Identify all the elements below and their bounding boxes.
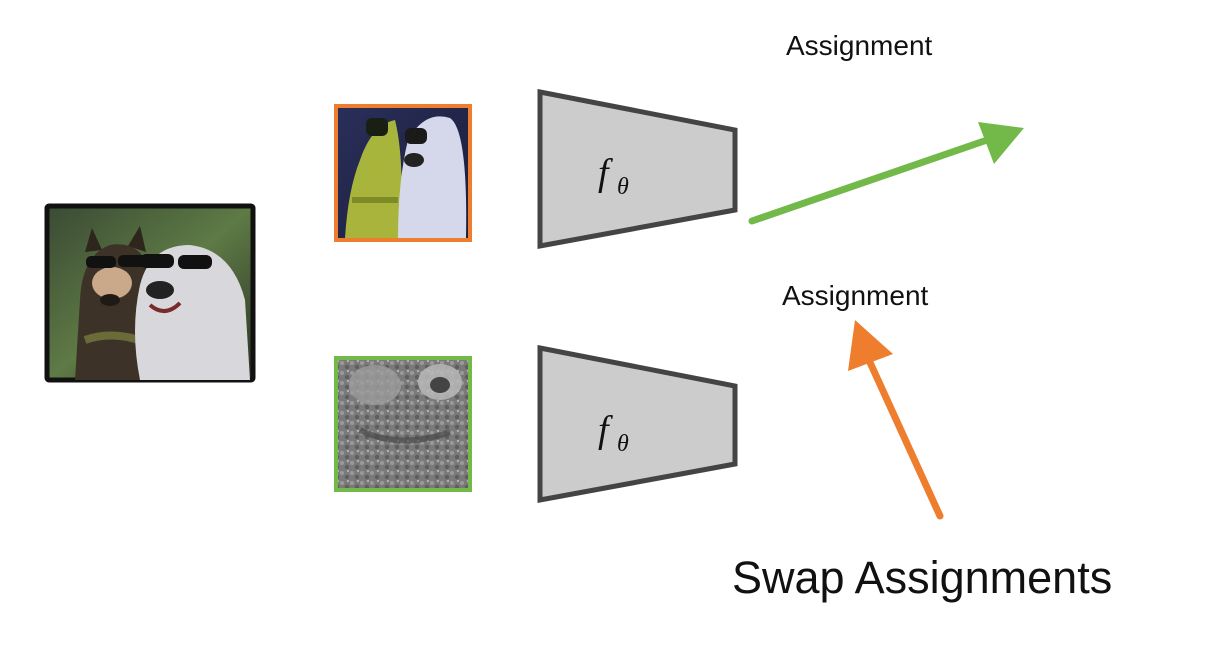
encoder-top: f θ	[537, 88, 738, 250]
encoder-bottom-subscript: θ	[617, 431, 629, 457]
crop-bottom-image	[334, 356, 472, 492]
green-arrow	[748, 122, 1024, 225]
white-dog-shape	[135, 245, 250, 380]
swap-assignments-label: Swap Assignments	[732, 552, 1112, 603]
source-image	[44, 203, 256, 383]
encoder-bottom: f θ	[537, 344, 738, 504]
encoder-top-subscript: θ	[617, 174, 629, 200]
assignment-top-label: Assignment	[786, 30, 933, 61]
assignment-bottom-label: Assignment	[782, 280, 929, 311]
orange-arrow	[848, 320, 944, 520]
crop-top-image	[334, 104, 472, 242]
